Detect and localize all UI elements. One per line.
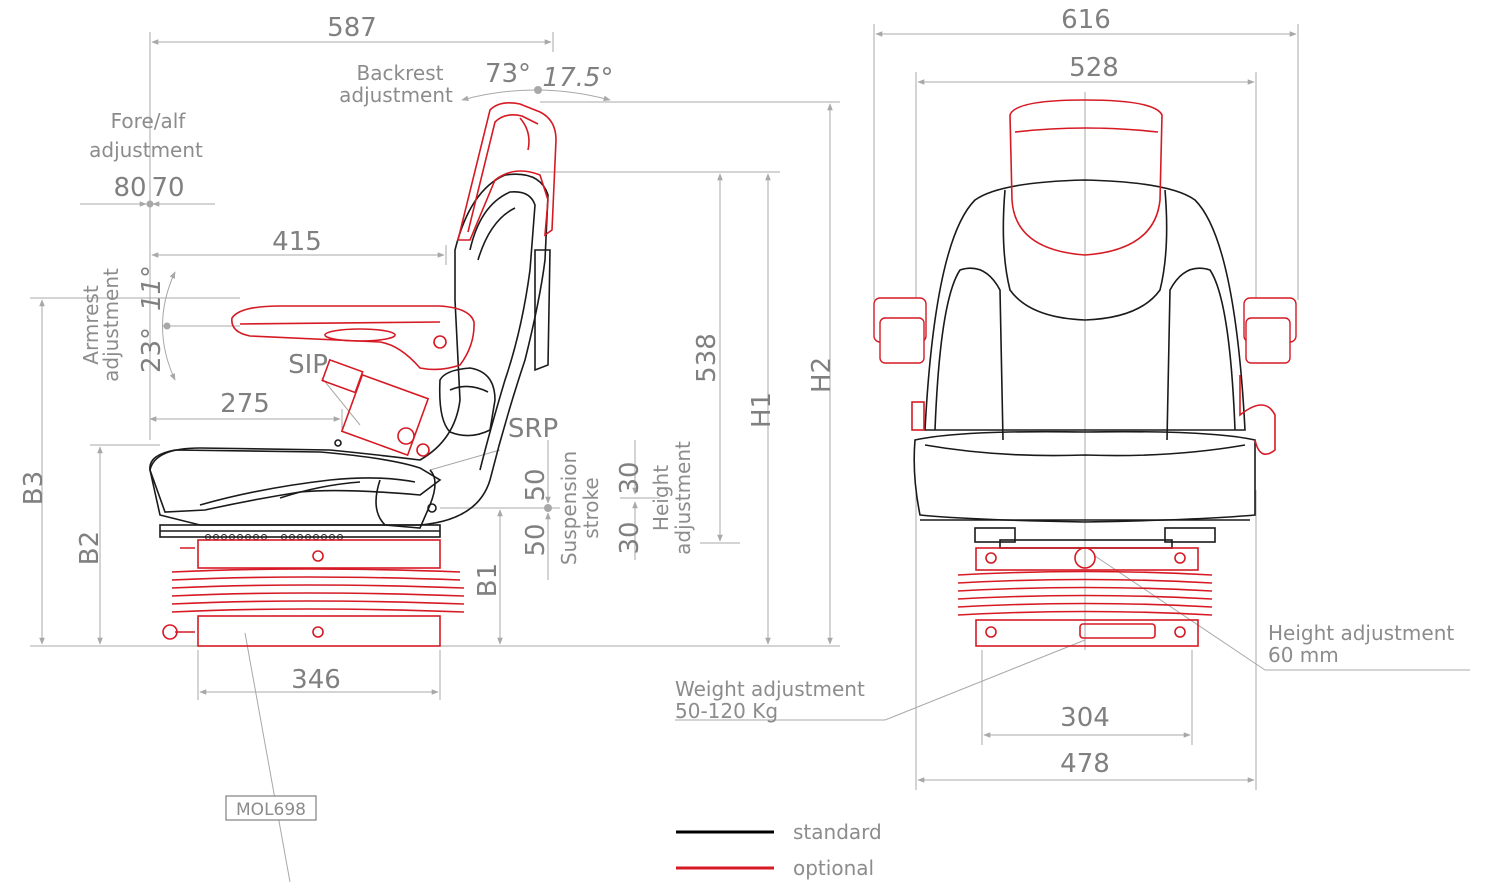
armrest-angle-b: 11°	[137, 265, 167, 311]
b1-label: B1	[473, 563, 503, 597]
susp-down: 50	[521, 523, 551, 556]
b3-label: B3	[19, 471, 49, 505]
dim-587: 587	[327, 13, 377, 43]
b2-label: B2	[75, 531, 105, 565]
height-down: 30	[615, 521, 645, 554]
legend-standard-label: standard	[793, 820, 882, 844]
front-dimensions	[675, 24, 1470, 790]
height-adj-label-2: 60 mm	[1268, 643, 1339, 667]
side-seat-outline	[149, 173, 551, 540]
dim-616: 616	[1061, 5, 1111, 35]
susp-up: 50	[521, 468, 551, 501]
dim-528: 528	[1069, 53, 1119, 83]
legend-optional-label: optional	[793, 856, 874, 880]
side-dimensions	[30, 32, 840, 882]
weight-adj-label-2: 50-120 Kg	[675, 699, 778, 723]
foreaft-back: 80	[113, 173, 146, 203]
model-code: MOL698	[236, 800, 306, 820]
h2-label: H2	[807, 357, 837, 393]
legend: standard optional	[676, 820, 882, 880]
dim-304: 304	[1060, 703, 1110, 733]
weight-adj-label-1: Weight adjustment	[675, 677, 865, 701]
dim-275: 275	[220, 389, 270, 419]
armrest-angle-a: 23°	[137, 327, 167, 373]
srp-label: SRP	[508, 414, 558, 444]
sip-label: SIP	[288, 350, 328, 380]
height-label-2: adjustment	[671, 441, 695, 555]
backrest-angle-a: 73°	[485, 59, 531, 89]
dim-478: 478	[1060, 749, 1110, 779]
armrest-label-1: Armrest	[79, 285, 103, 365]
foreaft-fwd: 70	[151, 173, 184, 203]
front-seat-outline	[913, 179, 1256, 549]
height-adj-label-1: Height adjustment	[1268, 621, 1454, 645]
height-label-1: Height	[649, 465, 673, 531]
dim-415: 415	[272, 227, 322, 257]
backrest-label-2: adjustment	[339, 83, 453, 107]
armrest-label-2: adjustment	[99, 268, 123, 382]
susp-label-1: Suspension	[557, 451, 581, 565]
side-optional-parts	[162, 102, 557, 647]
foreaft-label-1: Fore/alf	[111, 109, 187, 133]
backrest-angle-b: 17.5°	[543, 63, 614, 93]
front-optional-parts	[873, 99, 1297, 647]
susp-label-2: stroke	[579, 477, 603, 538]
dim-346: 346	[291, 665, 341, 695]
h1-label: H1	[747, 392, 777, 428]
dim-538: 538	[692, 333, 722, 383]
height-up: 30	[615, 461, 645, 494]
backrest-label-1: Backrest	[357, 61, 444, 85]
foreaft-label-2: adjustment	[89, 138, 203, 162]
